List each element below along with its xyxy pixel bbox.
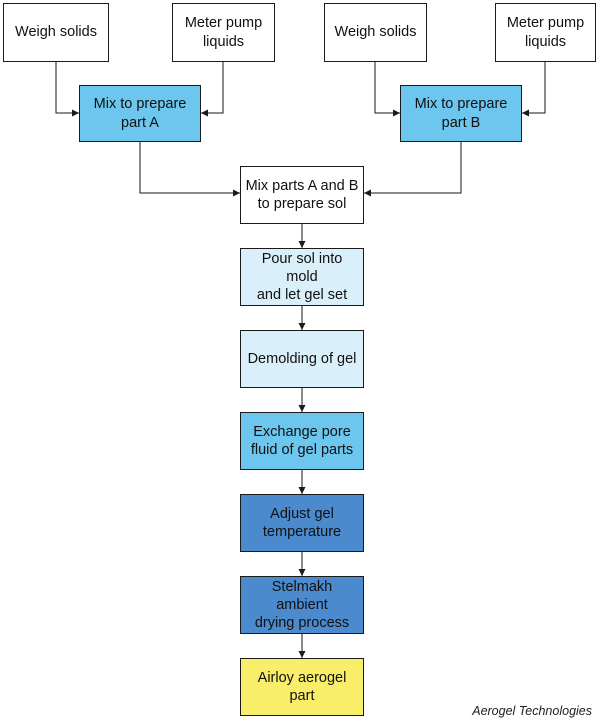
box-pour-sol: Pour sol into mold and let gel set bbox=[240, 248, 364, 306]
box-label: Exchange pore fluid of gel parts bbox=[250, 423, 354, 458]
connector-weigh-a-to-mix-a bbox=[55, 62, 79, 117]
box-weigh-solids-a: Weigh solids bbox=[3, 3, 109, 62]
box-label: Airloy aerogel part bbox=[257, 669, 347, 704]
box-label: Weigh solids bbox=[15, 24, 97, 41]
box-meter-pump-liquids-b: Meter pump liquids bbox=[495, 3, 596, 62]
box-demolding: Demolding of gel bbox=[240, 330, 364, 388]
box-mix-part-b: Mix to prepare part B bbox=[400, 85, 522, 142]
connector-mix-b-to-mix-sol bbox=[364, 142, 462, 197]
box-meter-pump-liquids-a: Meter pump liquids bbox=[172, 3, 275, 62]
box-airloy-aerogel-part: Airloy aerogel part bbox=[240, 658, 364, 716]
box-label: Meter pump liquids bbox=[506, 15, 585, 50]
box-label: Adjust gel temperature bbox=[262, 505, 342, 540]
connector-weigh-b-to-mix-b bbox=[374, 62, 400, 117]
box-label: Weigh solids bbox=[334, 24, 417, 41]
box-mix-part-a: Mix to prepare part A bbox=[79, 85, 201, 142]
box-label: Mix parts A and B to prepare sol bbox=[245, 177, 359, 212]
box-label: Meter pump liquids bbox=[184, 15, 263, 50]
box-label: Pour sol into mold and let gel set bbox=[256, 250, 348, 304]
box-adjust-temperature: Adjust gel temperature bbox=[240, 494, 364, 552]
source-credit: Aerogel Technologies bbox=[472, 704, 592, 718]
box-label: Demolding of gel bbox=[247, 350, 357, 367]
box-mix-sol: Mix parts A and B to prepare sol bbox=[240, 166, 364, 224]
connector-meter-b-to-mix-b bbox=[522, 62, 546, 117]
box-exchange-pore-fluid: Exchange pore fluid of gel parts bbox=[240, 412, 364, 470]
box-label: Mix to prepare part A bbox=[93, 96, 187, 131]
box-weigh-solids-b: Weigh solids bbox=[324, 3, 427, 62]
box-ambient-drying: Stelmakh ambient drying process bbox=[240, 576, 364, 634]
box-label: Mix to prepare part B bbox=[414, 96, 508, 131]
connector-meter-a-to-mix-a bbox=[201, 62, 224, 117]
connector-mix-a-to-mix-sol bbox=[139, 142, 240, 197]
box-label: Stelmakh ambient drying process bbox=[254, 578, 350, 632]
